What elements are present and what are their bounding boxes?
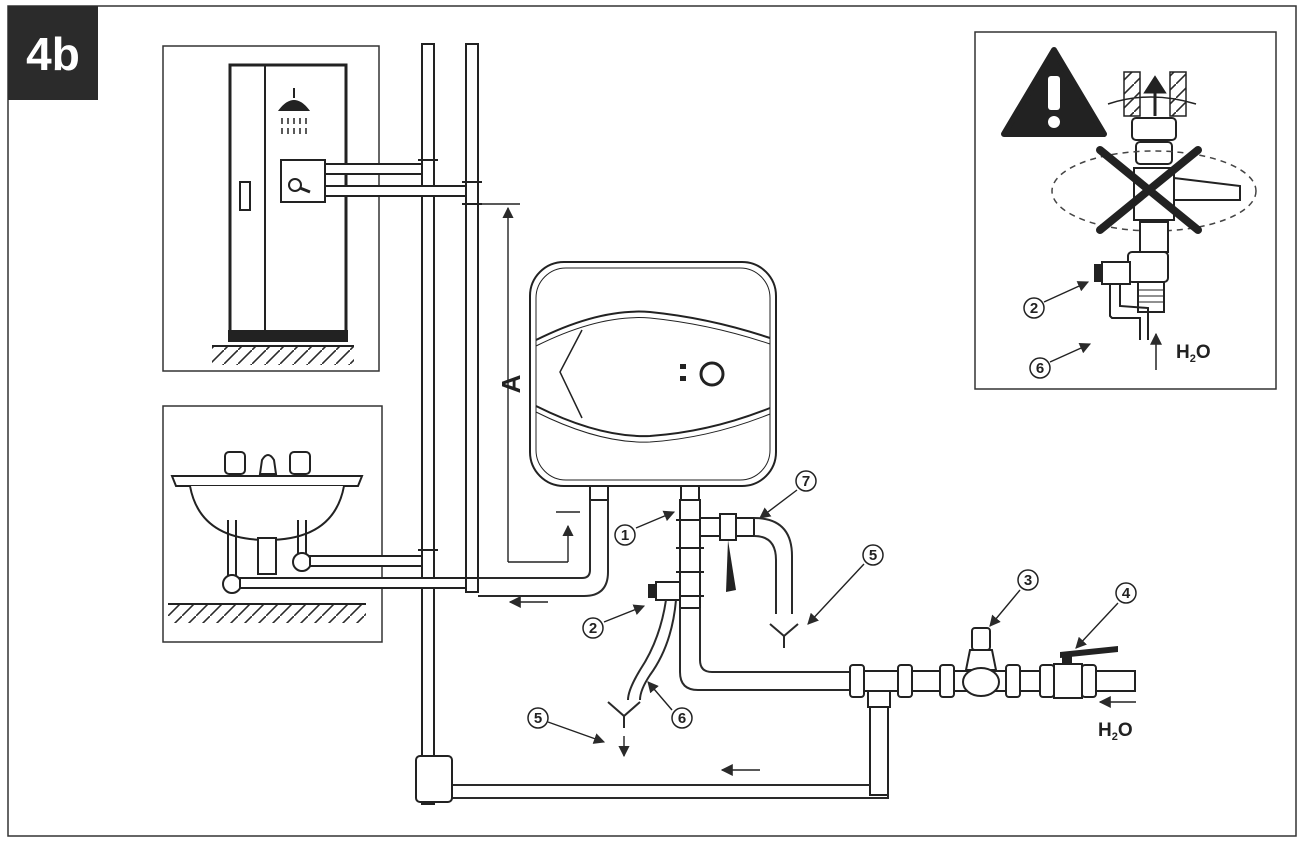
water-heater [529, 261, 777, 487]
svg-text:5: 5 [534, 710, 542, 727]
callout-2-main: 2 [582, 604, 646, 639]
dimension-a-label: A [496, 374, 526, 393]
svg-text:2: 2 [1030, 300, 1038, 317]
outer-frame [7, 5, 1297, 837]
prohibited-cross-icon [1096, 146, 1202, 234]
callout-5-left: 5 [527, 707, 606, 744]
svg-text:3: 3 [1024, 572, 1032, 589]
svg-text:1: 1 [621, 527, 629, 544]
figure-tag-text: 4b [26, 28, 80, 80]
svg-text:6: 6 [678, 710, 686, 727]
callout-1: 1 [614, 510, 676, 546]
svg-text:6: 6 [1036, 360, 1044, 377]
inset-water-label: H2O [1176, 342, 1211, 365]
water-inlet-label: H2O [1098, 720, 1133, 743]
callout-2-inset: 2 [1023, 281, 1090, 319]
callout-5-right: 5 [807, 544, 884, 625]
shower-head-icon [277, 88, 311, 111]
heater-outlet-pipes [478, 485, 860, 701]
svg-text:4: 4 [1122, 585, 1131, 602]
callout-4: 4 [1075, 582, 1137, 649]
callout-6-main: 6 [647, 681, 693, 729]
svg-text:2: 2 [589, 620, 597, 637]
stop-valve [1053, 663, 1083, 699]
svg-text:7: 7 [802, 473, 810, 490]
callout-6-inset: 6 [1029, 343, 1092, 379]
cold-main-line [415, 627, 1136, 803]
drain-funnel-right [769, 623, 799, 648]
branch-pipes [239, 163, 467, 589]
drain-funnel-left [607, 701, 641, 728]
dimension-a: A [466, 203, 580, 563]
shower-mixer [280, 159, 326, 203]
warning-inset: H2O 2 6 [974, 31, 1277, 390]
thermostat-knob [699, 361, 725, 387]
figure-tag: 4b [8, 6, 98, 100]
svg-text:5: 5 [869, 547, 877, 564]
callout-3: 3 [989, 569, 1039, 627]
warning-icon [1001, 47, 1107, 137]
callout-7: 7 [759, 470, 817, 519]
sink-inset [162, 405, 383, 643]
riser-pipes [418, 43, 482, 805]
shower-inset [162, 45, 380, 372]
